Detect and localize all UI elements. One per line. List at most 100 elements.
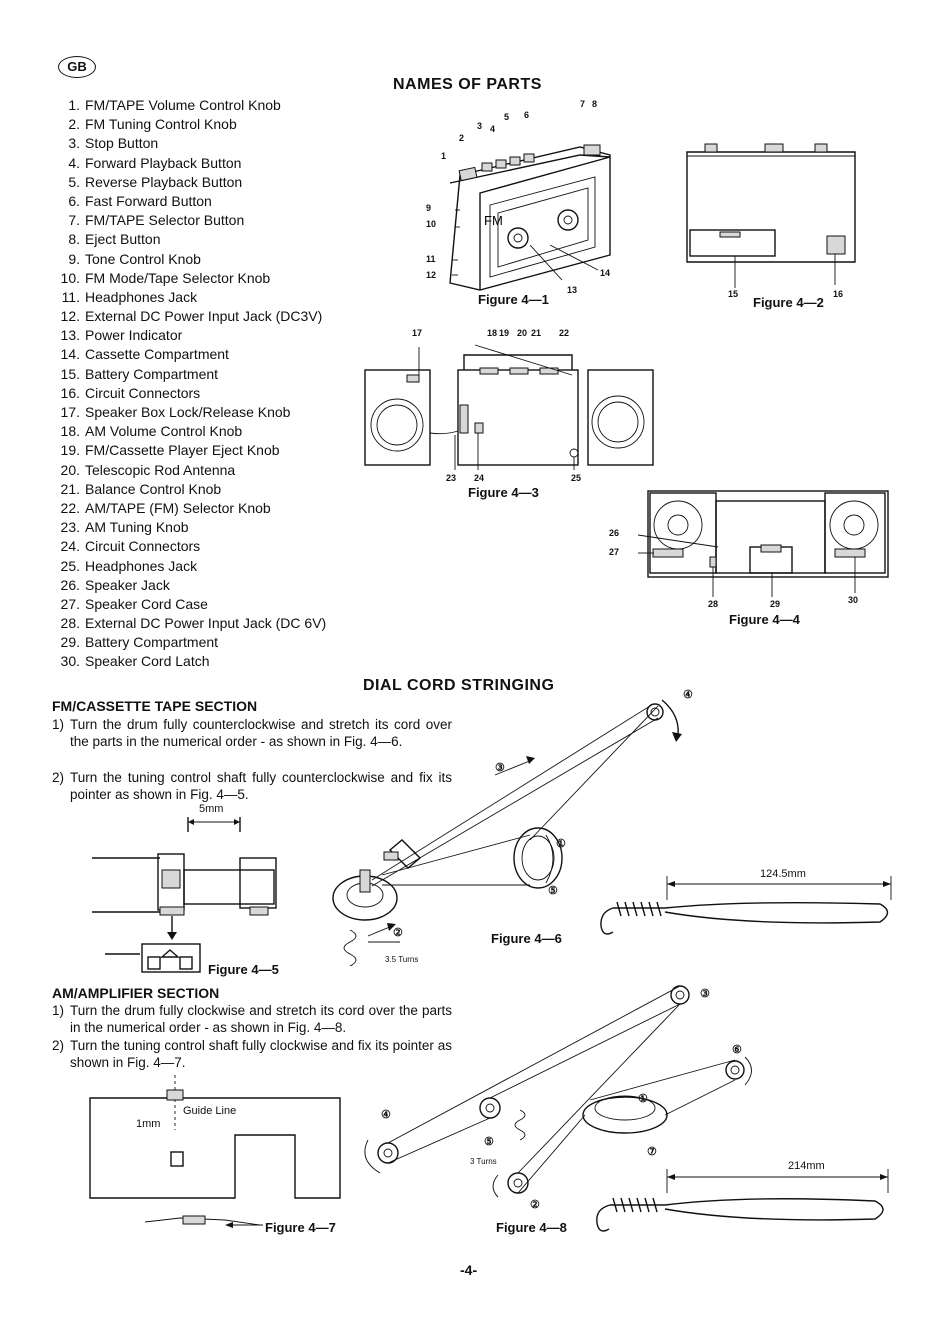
am-step-1: 1) Turn the drum fully clockwise and str…	[52, 1002, 452, 1037]
figure-4-7-caption: Figure 4—7	[265, 1220, 336, 1235]
figure-4-3-caption: Figure 4—3	[468, 485, 539, 500]
part-number: 17.	[60, 404, 80, 420]
part-number: 16.	[60, 384, 80, 401]
part-number: 27.	[60, 595, 80, 612]
part-number: 3.	[68, 135, 80, 152]
part-number: 5.	[68, 173, 80, 190]
f41-label: 1	[441, 151, 447, 161]
part-number: 23.	[60, 519, 80, 536]
figure-4-7-diagram	[89, 1075, 341, 1228]
f43-label: 25	[571, 473, 582, 483]
part-name: Circuit Connectors	[85, 384, 201, 401]
figure-4-4-diagram	[637, 490, 889, 597]
part-name: AM/TAPE (FM) Selector Knob	[85, 499, 271, 516]
f41-label: 4	[490, 124, 496, 134]
part-number: 25.	[60, 557, 80, 574]
f41-label: 13	[567, 285, 578, 295]
part-name: Reverse Playback Button	[85, 173, 243, 190]
turns-label-am: 3 Turns	[470, 1157, 497, 1166]
spring-diagram-am	[596, 1169, 889, 1232]
f48-label: ③	[700, 988, 710, 1000]
f41-label: 12	[426, 270, 437, 280]
part-name: Fast Forward Button	[85, 192, 212, 209]
fm-step-2: 2) Turn the tuning control shaft fully c…	[52, 769, 452, 804]
part-name: Battery Compartment	[85, 634, 219, 651]
part-number: 29.	[60, 634, 80, 651]
part-number: 18.	[60, 423, 80, 440]
part-name: Stop Button	[85, 135, 159, 152]
spring-diagram-fm	[600, 876, 892, 935]
part-name: Speaker Cord Latch	[85, 653, 210, 670]
turns-label-fm: 3.5 Turns	[385, 955, 419, 964]
am-step-1-text: Turn the drum fully clockwise and stretc…	[70, 1003, 452, 1036]
page-number: -4-	[460, 1262, 478, 1278]
part-number: 22.	[60, 499, 80, 516]
figure-4-5-caption: Figure 4—5	[208, 962, 279, 977]
part-name: AM Tuning Knob	[85, 519, 189, 536]
part-number: 11.	[61, 288, 80, 305]
part-item: 15.Battery Compartment	[50, 365, 326, 384]
part-item: 4.Forward Playback Button	[50, 154, 326, 173]
part-name: Speaker Jack	[85, 576, 170, 593]
part-number: 7.	[68, 212, 80, 229]
f41-label: 8	[592, 99, 598, 109]
part-item: 8.Eject Button	[50, 230, 326, 249]
figure-4-5-diagram	[92, 817, 277, 973]
part-name: Tone Control Knob	[85, 250, 201, 267]
f41-label: 9	[426, 203, 432, 213]
part-number: 28.	[60, 615, 80, 632]
part-item: 14.Cassette Compartment	[50, 345, 326, 364]
part-number: 9.	[68, 250, 80, 267]
part-name: Battery Compartment	[85, 365, 219, 382]
part-number: 14.	[60, 346, 80, 363]
f44-label: 29	[770, 599, 781, 609]
f44-label: 28	[708, 599, 719, 609]
figure-4-6-diagram	[332, 699, 682, 967]
dial-cord-stringing-title: DIAL CORD STRINGING	[363, 677, 555, 694]
part-number: 12.	[60, 308, 80, 325]
f48-label: ①	[638, 1093, 648, 1105]
part-number: 13.	[60, 327, 80, 344]
part-item: 1.FM/TAPE Volume Control Knob	[50, 96, 326, 115]
am-step-1-number: 1)	[52, 1003, 65, 1018]
f43-label: 23	[446, 473, 457, 483]
f46-label: ④	[683, 689, 693, 701]
part-item: 9. Tone Control Knob	[50, 250, 326, 269]
figure-4-4-caption: Figure 4—4	[729, 612, 800, 627]
figure-4-2-diagram	[686, 143, 856, 288]
f46-label: ③	[495, 762, 505, 774]
f44-label: 26	[609, 528, 620, 538]
f48-label: ④	[381, 1109, 391, 1121]
part-item: 17.Speaker Box Lock/Release Knob	[50, 403, 326, 422]
f41-label: 5	[504, 112, 510, 122]
f42-label: 15	[728, 289, 739, 299]
f41-label: 14	[600, 268, 611, 278]
f46-label: ①	[556, 838, 566, 850]
f46-label: ⑤	[548, 885, 558, 897]
f44-label: 30	[848, 595, 859, 605]
part-number: 10.	[60, 269, 80, 286]
fm-step-2-text: Turn the tuning control shaft fully coun…	[70, 770, 452, 803]
f48-label: ⑥	[732, 1044, 742, 1056]
f41-label: 10	[426, 219, 437, 229]
figure-4-1-caption: Figure 4—1	[478, 292, 549, 307]
part-name: FM/Cassette Player Eject Knob	[85, 442, 280, 459]
offset-dimension: 1mm	[136, 1118, 161, 1130]
part-number: 1.	[68, 97, 80, 113]
part-item: 6. Fast Forward Button	[50, 192, 326, 211]
part-item: 13.Power Indicator	[50, 326, 326, 345]
am-step-2-text: Turn the tuning control shaft fully cloc…	[70, 1038, 452, 1071]
f41-label: 11	[426, 254, 436, 264]
part-item: 27.Speaker Cord Case	[50, 595, 326, 614]
f48-label: ②	[530, 1199, 540, 1211]
svg-text:FM: FM	[484, 213, 503, 228]
part-name: FM/TAPE Selector Button	[85, 212, 245, 229]
part-item: 22. AM/TAPE (FM) Selector Knob	[50, 499, 326, 518]
figure-4-3-diagram	[364, 344, 654, 470]
f42-label: 16	[833, 289, 844, 299]
fm-section-heading: FM/CASSETTE TAPE SECTION	[52, 698, 258, 714]
gap-dimension: 5mm	[199, 803, 224, 815]
f43-label: 19	[499, 328, 510, 338]
part-number: 6.	[68, 192, 80, 209]
